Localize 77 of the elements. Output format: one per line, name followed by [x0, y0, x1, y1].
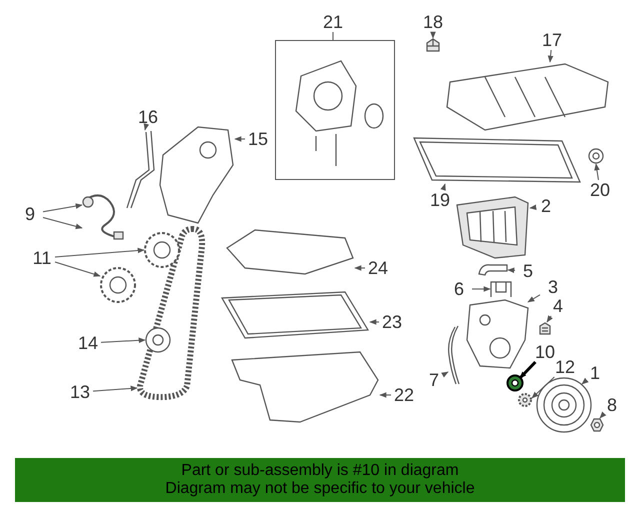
leader-line [529, 204, 537, 210]
cam-pulley-drawing [144, 232, 180, 268]
callout-number: 13 [67, 382, 93, 402]
callout-number: 21 [320, 12, 346, 32]
leader-line [332, 32, 334, 40]
leader-line [600, 411, 606, 419]
callout-number: 19 [427, 190, 453, 210]
rod-drawing [126, 130, 155, 209]
leader-line [144, 123, 150, 131]
leader-line [548, 50, 554, 63]
callout-number: 9 [17, 204, 43, 224]
oil-pump-drawing [295, 60, 384, 167]
back-cover-drawing [159, 126, 234, 224]
baffle-drawing [226, 229, 354, 275]
leader-line [594, 163, 600, 180]
clip-drawing [539, 322, 551, 335]
tensioner-drawing [145, 327, 171, 353]
callout-number: 2 [533, 196, 559, 216]
timing-belt-drawing [136, 226, 206, 400]
callout-number: 14 [75, 333, 101, 353]
leader-line [518, 360, 536, 380]
leader-line [369, 319, 380, 325]
timing-cover-drawing [456, 196, 529, 259]
gasket-drawing [413, 137, 581, 183]
leader-line [234, 136, 246, 142]
callout-number: 23 [379, 312, 405, 332]
leader-line [100, 338, 146, 344]
notice-banner [15, 458, 625, 502]
hose-drawing [478, 264, 508, 276]
gear-drawing [518, 393, 532, 407]
timing-cover-drawing [466, 299, 529, 369]
callout-number: 16 [135, 107, 161, 127]
oil-pan-drawing [231, 351, 379, 423]
callout-number: 11 [29, 248, 55, 268]
callout-number: 15 [245, 129, 271, 149]
leader-line [54, 262, 101, 277]
callout-number: 18 [420, 12, 446, 32]
leader-line [527, 294, 540, 302]
callout-number: 7 [421, 370, 447, 390]
leader-line [54, 248, 145, 258]
notice-text: Part or sub-assembly is #10 in diagram [181, 462, 459, 480]
callout-number: 5 [515, 261, 541, 281]
leader-line [42, 203, 83, 212]
sensor-drawing [82, 194, 124, 240]
callout-number: 4 [545, 296, 571, 316]
parts-inset-frame [275, 40, 395, 180]
notice-text: Diagram may not be specific to your vehicle [165, 480, 475, 498]
leader-line [546, 315, 553, 323]
leader-line [379, 392, 392, 398]
leader-line [430, 32, 436, 39]
leader-line [42, 217, 83, 230]
pulley-drawing [536, 377, 592, 433]
gasket-drawing [221, 291, 370, 339]
oil-seal-drawing [506, 374, 524, 392]
callout-number: 22 [391, 385, 417, 405]
bracket-drawing [490, 281, 512, 298]
leader-line [440, 183, 446, 191]
leader-line [92, 386, 138, 392]
leader-line [472, 286, 491, 292]
dipstick-tube-drawing [448, 325, 460, 385]
leader-line [581, 378, 589, 384]
callout-number: 1 [582, 363, 608, 383]
leader-line [507, 268, 516, 274]
leader-line [354, 265, 366, 271]
leader-line [441, 372, 449, 378]
callout-number: 3 [540, 277, 566, 297]
callout-number: 17 [539, 30, 565, 50]
callout-number: 6 [446, 279, 472, 299]
callout-number: 8 [599, 395, 625, 415]
callout-number: 20 [587, 180, 613, 200]
bolt-drawing [590, 418, 604, 432]
callout-number: 24 [365, 258, 391, 278]
cap-drawing [426, 38, 440, 52]
leader-line [532, 376, 555, 398]
valve-cover-drawing [446, 63, 609, 131]
seal-drawing [588, 148, 604, 164]
cam-pulley-drawing [100, 267, 136, 303]
